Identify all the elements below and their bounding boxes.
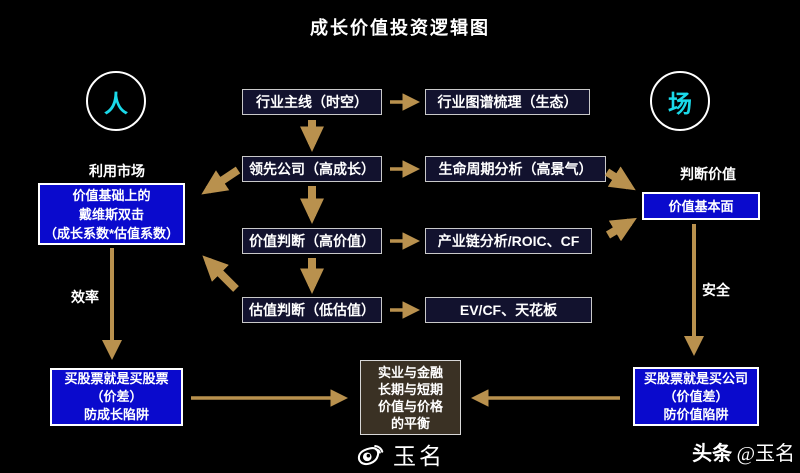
toutiao-watermark-handle: @玉名 <box>736 443 795 465</box>
davis-line-2: 戴维斯双击 <box>78 206 144 222</box>
label-safety: 安全 <box>702 282 730 298</box>
label-judge-value: 判断价值 <box>680 166 736 182</box>
toutiao-watermark: 头条 @玉名 <box>655 437 795 466</box>
toutiao-watermark-brand: 头条 <box>692 443 733 465</box>
bl-line-2: （价差） <box>90 389 143 404</box>
person-circle: 人 <box>86 71 146 131</box>
label-use-market: 利用市场 <box>89 163 145 179</box>
analysis-box-industry-map: 行业图谱梳理（生态） <box>425 89 590 115</box>
analysis-box-evcf: EV/CF、天花板 <box>425 297 592 323</box>
footer-weibo-signature: 玉名 <box>356 437 445 471</box>
analysis-box-industry-chain: 产业链分析/ROIC、CF <box>425 228 592 254</box>
buy-stock-as-company-box: 买股票就是买公司 （价值差） 防价值陷阱 <box>633 367 759 426</box>
bc-line-3: 价值与价格 <box>377 398 443 414</box>
bc-line-2: 长期与短期 <box>377 381 443 397</box>
arrow-company-to-davis <box>201 166 241 195</box>
davis-line-1: 价值基础上的 <box>72 187 151 203</box>
flow-box-valuation-judgement: 估值判断（低估值） <box>242 297 382 323</box>
page-title: 成长价值投资逻辑图 <box>310 18 490 38</box>
label-efficiency: 效率 <box>71 289 99 305</box>
buy-stock-as-stock-box: 买股票就是买股票 （价差） 防成长陷阱 <box>50 368 183 426</box>
davis-line-3: （成长系数*估值系数） <box>43 225 180 241</box>
value-fundamentals-box: 价值基本面 <box>642 192 760 220</box>
balance-box: 实业与金融 长期与短期 价值与价格 的平衡 <box>360 360 461 435</box>
arrow-chain-to-fundamentals <box>605 217 637 242</box>
br-line-3: 防价值陷阱 <box>663 406 729 422</box>
flow-box-industry-mainline: 行业主线（时空） <box>242 89 382 115</box>
davis-double-click-box: 价值基础上的 戴维斯双击 （成长系数*估值系数） <box>38 183 185 245</box>
bc-line-4: 的平衡 <box>390 415 430 431</box>
market-circle-label: 场 <box>668 90 692 118</box>
person-circle-label: 人 <box>104 90 128 118</box>
market-circle: 场 <box>650 71 710 131</box>
arrow-valuation-to-davis <box>202 255 239 292</box>
flow-box-leading-company: 领先公司（高成长） <box>242 156 382 182</box>
value-fundamentals-label: 价值基本面 <box>668 198 734 214</box>
flow-box-value-judgement: 价值判断（高价值） <box>242 228 382 254</box>
br-line-2: （价值差） <box>663 388 729 404</box>
weibo-username: 玉名 <box>393 443 445 469</box>
weibo-icon <box>357 445 384 466</box>
bc-line-1: 实业与金融 <box>377 364 443 380</box>
arrow-lifecycle-to-fundamentals <box>604 166 636 191</box>
bl-line-1: 买股票就是买股票 <box>64 371 169 386</box>
analysis-box-lifecycle: 生命周期分析（高景气） <box>425 156 606 182</box>
bl-line-3: 防成长陷阱 <box>83 407 149 422</box>
br-line-1: 买股票就是买公司 <box>643 370 748 386</box>
